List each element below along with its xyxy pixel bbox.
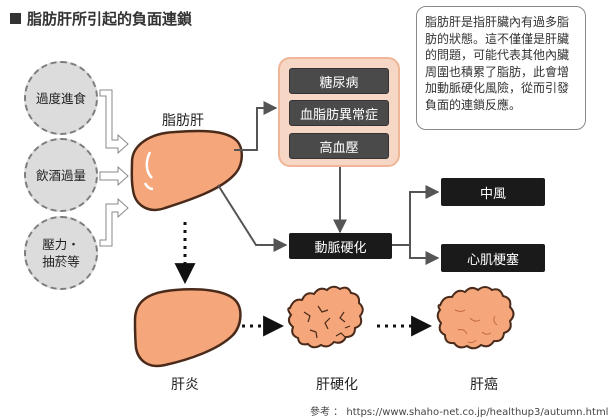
cancer-liver-icon (436, 286, 515, 350)
disease-hypertension: 高血壓 (289, 133, 389, 159)
title-square-icon (10, 13, 21, 24)
stage-cirrhosis-label: 肝硬化 (316, 377, 358, 393)
liver-to-diseases-line (234, 101, 278, 151)
disease-dyslipidemia: 血脂肪異常症 (289, 100, 389, 126)
fatty-liver-icon (130, 129, 243, 212)
outcome-stroke: 中風 (441, 178, 545, 206)
cause-arrow-2 (99, 165, 129, 187)
arterio-to-infarction-line (409, 245, 440, 265)
cause-arrow-1 (99, 89, 129, 155)
source-reference: 參考 ： https://www.shaho-net.co.jp/healthu… (310, 407, 608, 418)
fatty-liver-label: 脂肪肝 (162, 113, 204, 129)
arterio-to-stroke-line (392, 185, 440, 246)
explanation-callout: 脂肪肝是指肝臟內有過多脂肪的狀態。這不僅僅是肝臟的問題，可能代表其他內臟周圍也積… (416, 6, 586, 130)
disease-diabetes: 糖尿病 (289, 68, 389, 94)
cause-stress-smoking: 壓力・ 抽菸等 (24, 216, 98, 290)
cirrhosis-liver-icon (287, 285, 364, 349)
cause-drinking: 飲酒過量 (24, 138, 98, 212)
diagram-title: 脂肪肝所引起的負面連鎖 (10, 8, 192, 29)
stage-cancer-label: 肝癌 (470, 377, 498, 393)
hepatitis-liver-icon (133, 288, 242, 368)
stage-hepatitis-label: 肝炎 (171, 377, 199, 393)
arteriosclerosis-box: 動脈硬化 (289, 233, 392, 259)
cause-label: 過度進食 (35, 90, 86, 106)
outcome-myocardial-infarction: 心肌梗塞 (441, 244, 545, 272)
cause-arrow-3 (99, 197, 129, 247)
diagram-title-text: 脂肪肝所引起的負面連鎖 (27, 10, 193, 28)
cause-label: 飲酒過量 (35, 167, 86, 183)
cause-overeating: 過度進食 (24, 61, 98, 135)
cause-arrows (99, 89, 129, 247)
cause-label: 壓力・ 抽菸等 (42, 237, 80, 269)
liver-to-arteriosclerosis-line (217, 184, 288, 252)
